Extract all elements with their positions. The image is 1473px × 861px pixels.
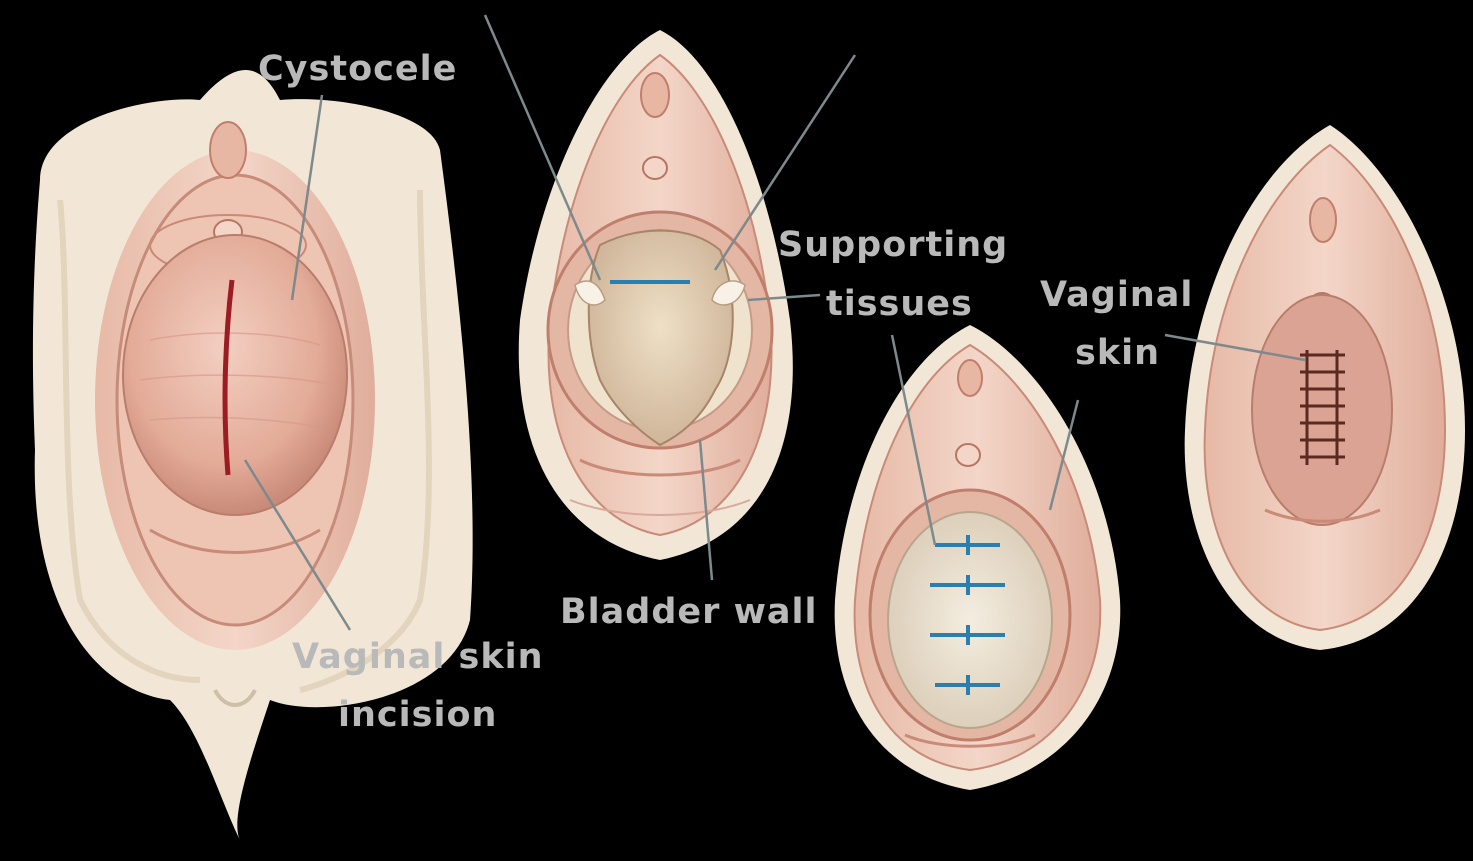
label-skin: skin — [1075, 336, 1160, 371]
figure-exposed-bladder — [519, 30, 793, 560]
label-cystocele: Cystocele — [258, 52, 457, 87]
label-supporting: Supporting — [778, 228, 1008, 263]
label-vaginal-skin-incision-1: Vaginal skin — [292, 640, 544, 675]
figure-sutured-wall — [835, 325, 1121, 790]
label-tissues: tissues — [826, 287, 973, 322]
label-vaginal: Vaginal — [1040, 278, 1193, 313]
label-bladder-wall: Bladder wall — [560, 595, 818, 630]
figure-closed-skin — [1185, 125, 1465, 650]
label-vaginal-skin-incision-2: incision — [338, 698, 497, 733]
